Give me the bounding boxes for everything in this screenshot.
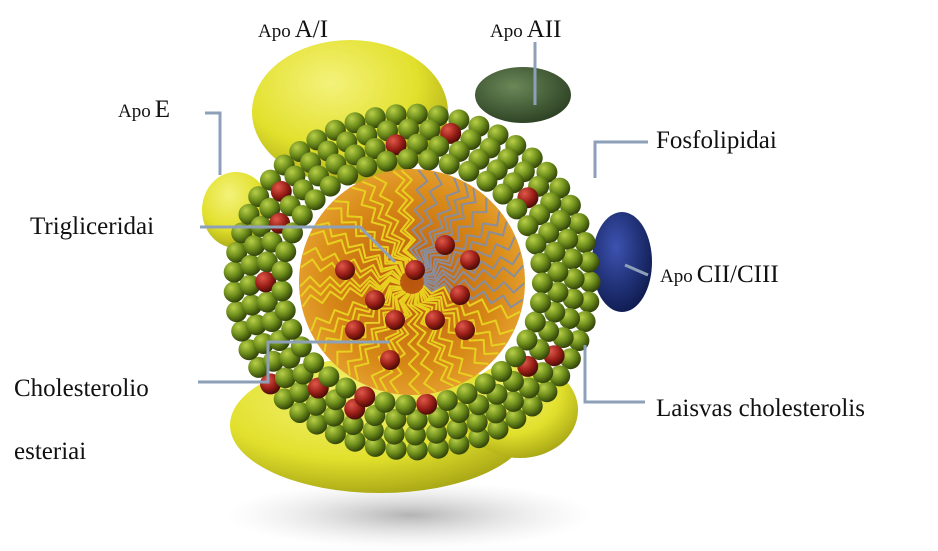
phospholipid-head <box>437 390 458 411</box>
label-cholesterolio-line2: esteriai <box>14 436 149 467</box>
cholesterol-ester-ball <box>455 320 475 340</box>
label-cholesterolio-line1: Cholesterolio <box>14 373 149 404</box>
label-apo-ai-name: A/I <box>295 16 328 43</box>
phospholipid-head <box>575 232 596 253</box>
cholesterol-ester-ball <box>435 235 455 255</box>
phospholipid-head <box>272 280 293 301</box>
phospholipid-head <box>272 261 293 282</box>
cholesterol-ester-ball <box>380 350 400 370</box>
label-apo-ciii-name: CII/CIII <box>697 261 779 288</box>
phospholipid-head <box>532 273 553 294</box>
phospholipid-head <box>281 319 302 340</box>
label-apo-ciii-prefix: Apo <box>660 266 693 287</box>
cholesterol-ester-ball <box>460 250 480 270</box>
phospholipid-head <box>320 176 341 197</box>
phospholipid-head <box>526 234 547 255</box>
phospholipid-head <box>530 253 551 274</box>
label-apo-aii-prefix: Apo <box>490 21 523 42</box>
free-cholesterol-molecule <box>354 386 375 407</box>
label-apo-ai: Apo A/I <box>258 17 328 42</box>
label-apo-ciii: Apo CII/CIII <box>660 262 779 287</box>
label-apo-e-name: E <box>155 96 170 123</box>
label-apo-aii-name: AII <box>527 16 562 43</box>
label-apo-e-prefix: Apo <box>118 101 151 122</box>
phospholipid-head <box>275 241 296 262</box>
label-apo-aii: Apo AII <box>490 17 561 42</box>
phospholipid-head <box>458 161 479 182</box>
label-apo-ai-prefix: Apo <box>258 21 291 42</box>
label-cholesterolio-esteriai: Cholesterolio esteriai <box>14 342 149 498</box>
phospholipid-head <box>374 392 395 413</box>
label-laisvas-cholesterolis: Laisvas cholesterolis <box>656 396 865 421</box>
phospholipid-head <box>397 149 418 170</box>
lipid-core <box>299 169 525 395</box>
cholesterol-ester-ball <box>425 310 445 330</box>
phospholipid-head <box>475 373 496 394</box>
phospholipid-head <box>525 311 546 332</box>
label-fosfolipidai: Fosfolipidai <box>656 128 777 153</box>
phospholipid-head <box>275 300 296 321</box>
phospholipid-head <box>439 154 460 175</box>
apo-ciii-protein <box>592 212 652 312</box>
label-trigliceridai: Trigliceridai <box>30 214 154 239</box>
cholesterol-ester-ball <box>335 260 355 280</box>
free-cholesterol-molecule <box>416 394 437 415</box>
phospholipid-head <box>418 150 439 171</box>
phospholipid-head <box>530 292 551 313</box>
phospholipid-head <box>517 215 538 236</box>
cholesterol-ester-ball <box>345 320 365 340</box>
phospholipid-head <box>376 151 397 172</box>
phospholipid-head <box>335 378 356 399</box>
apo-aii-protein <box>475 67 571 123</box>
phospholipid-head <box>457 383 478 404</box>
cholesterol-ester-ball <box>365 290 385 310</box>
phospholipid-head <box>356 156 377 177</box>
cholesterol-ester-ball <box>450 285 470 305</box>
cholesterol-ester-ball <box>385 310 405 330</box>
phospholipid-head <box>337 165 358 186</box>
label-apo-e: Apo E <box>118 97 170 122</box>
phospholipid-head <box>395 394 416 415</box>
cholesterol-ester-ball <box>405 260 425 280</box>
